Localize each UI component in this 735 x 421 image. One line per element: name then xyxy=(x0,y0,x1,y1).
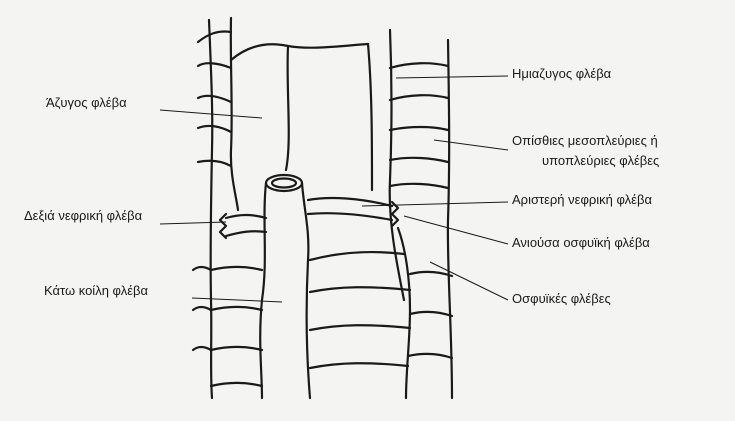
left-intercostal-vein xyxy=(390,184,448,188)
left-intercostal-vein xyxy=(390,95,448,100)
lumbar-vein xyxy=(410,272,452,276)
inferior-vena-cava xyxy=(260,183,266,398)
lumbar-vein xyxy=(211,307,262,310)
right-intercostal-vein xyxy=(198,96,231,102)
ivc-cut-oval-inner xyxy=(272,179,296,188)
lumbar-vein xyxy=(193,307,211,310)
lumbar-vein xyxy=(410,312,452,316)
left-renal-vein xyxy=(308,198,392,206)
central-channel-left xyxy=(286,46,289,170)
label-azygos: Άζυγος φλέβα xyxy=(46,95,127,111)
azygos-arch xyxy=(231,44,368,60)
label-hemiazygos: Ημιαζυγος φλέβα xyxy=(512,66,611,82)
right-lateral-vein xyxy=(209,20,212,398)
label-ascending-lumbar: Ανιούσα οσφυϊκή φλέβα xyxy=(512,235,650,251)
lumbar-vein xyxy=(310,325,410,330)
label-left-renal: Αριστερή νεφρική φλέβα xyxy=(512,192,652,208)
lumbar-vein xyxy=(310,363,408,368)
hemiazygos-vein xyxy=(390,30,404,300)
label-right-renal: Δεξιά νεφρική φλέβα xyxy=(24,208,142,224)
lumbar-vein xyxy=(310,252,404,260)
leader-right-renal xyxy=(160,222,226,224)
left-lateral-vein xyxy=(448,40,452,398)
leader-posterior-intercostal xyxy=(434,140,508,150)
label-posterior-intercostal-line2: υποπλεύριες φλέβες xyxy=(542,153,659,169)
right-intercostal-vein xyxy=(198,31,231,42)
inferior-vena-cava xyxy=(302,183,310,398)
label-ivc: Κάτω κοίλη φλέβα xyxy=(44,283,148,299)
right-intercostal-vein xyxy=(198,126,231,132)
lumbar-vein xyxy=(211,267,262,270)
leader-ascending-lumbar xyxy=(404,216,508,244)
right-renal-vein xyxy=(226,231,266,236)
leader-hemiazygos xyxy=(396,76,508,78)
label-posterior-intercostal-line1: Οπίσθιες μεσοπλεύριες ή xyxy=(512,133,659,149)
lumbar-vein xyxy=(193,347,211,350)
leader-lumbar xyxy=(430,262,508,300)
lumbar-vein xyxy=(310,287,410,292)
lumbar-vein xyxy=(408,354,452,358)
right-intercostal-vein xyxy=(198,63,231,68)
left-renal-vein xyxy=(308,213,392,220)
lumbar-vein xyxy=(193,267,211,270)
leader-ivc xyxy=(192,298,282,302)
right-renal-vein xyxy=(226,215,266,218)
left-intercostal-vein xyxy=(390,63,448,68)
label-posterior-intercostal: Οπίσθιες μεσοπλεύριες ή υποπλεύριες φλέβ… xyxy=(512,133,659,169)
left-intercostal-vein xyxy=(390,158,448,162)
lumbar-vein xyxy=(211,383,262,386)
label-lumbar: Οσφυϊκές φλέβες xyxy=(512,291,611,307)
central-channel-right xyxy=(368,44,372,190)
left-intercostal-vein xyxy=(390,127,448,130)
azygos-vein xyxy=(231,18,238,210)
lumbar-vein xyxy=(211,347,262,350)
right-intercostal-vein xyxy=(198,161,231,166)
